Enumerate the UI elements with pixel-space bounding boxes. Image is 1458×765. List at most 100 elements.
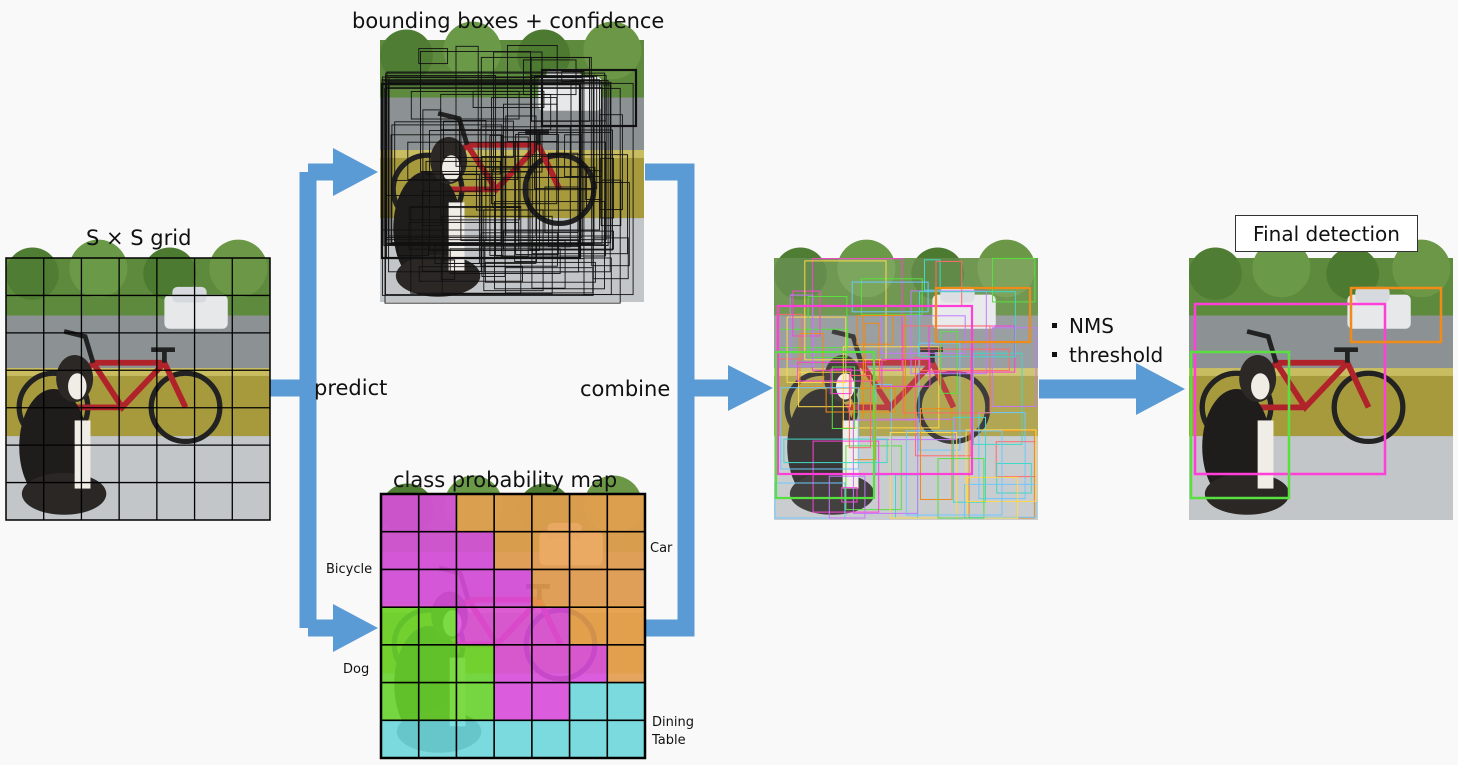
class-label-dining-table: Dining Table (652, 715, 694, 748)
class-cell-table (456, 720, 495, 758)
class-cell-car (494, 531, 532, 570)
bounding-box (383, 79, 609, 246)
bounding-box (449, 248, 561, 274)
combined-box (996, 463, 1032, 494)
combined-box (889, 432, 958, 519)
combined-box (852, 419, 919, 514)
combined-dog-box (774, 350, 876, 500)
class-cell-car (531, 494, 570, 532)
class-cell-bicycle (531, 644, 570, 683)
bounding-box (384, 87, 621, 304)
combined-box (965, 429, 1037, 502)
class-cell-dog (381, 607, 419, 645)
combined-box (992, 257, 1036, 303)
combined-boxes-overlay (774, 257, 1037, 519)
class-cell-bicycle (456, 569, 495, 608)
class-cell-bicycle (494, 607, 532, 645)
predict-arrowhead-top (333, 148, 378, 196)
class-cell-table (381, 720, 419, 758)
combined-box (792, 290, 821, 337)
class-cell-dog (381, 682, 419, 721)
combined-box (825, 387, 896, 413)
bounding-box (410, 206, 522, 294)
bounding-box (503, 103, 558, 157)
grid-title: S × S grid (86, 226, 192, 250)
class-cell-bicycle (494, 569, 532, 608)
class-cell-car (607, 531, 645, 570)
bounding-box (455, 45, 479, 167)
class-cell-table (607, 720, 645, 758)
class-cell-bicycle (418, 531, 457, 570)
combine-label: combine (580, 377, 671, 401)
class-cell-car (607, 644, 645, 683)
class-cell-car (569, 494, 608, 532)
grid-input-image (6, 240, 270, 520)
combined-box (798, 371, 851, 408)
bounding-box (484, 261, 596, 283)
combine-arrowhead (728, 365, 773, 411)
bounding-box (390, 134, 502, 244)
bounding-box (410, 91, 520, 120)
class-cell-car (607, 607, 645, 645)
combined-box (851, 281, 929, 313)
bullet-dot (1052, 352, 1057, 357)
combined-box (783, 438, 888, 464)
class-cell-bicycle (418, 494, 457, 532)
class-cell-bicycle (531, 682, 570, 721)
combined-strong-boxes (774, 286, 1032, 500)
bounding-box (420, 51, 531, 172)
combined-box (973, 352, 1023, 445)
combined-box (937, 458, 985, 519)
class-cell-dog (418, 682, 457, 721)
class-cell-table (494, 720, 532, 758)
combined-box (860, 278, 923, 316)
combined-box (786, 316, 847, 383)
class-cell-car (531, 531, 570, 570)
combined-car-box (934, 286, 1032, 344)
bounding-boxes-image (380, 22, 644, 303)
combine-arrow (645, 163, 735, 637)
bounding-box (418, 48, 449, 65)
threshold-label: threshold (1069, 343, 1164, 367)
combined-box (902, 325, 991, 414)
nms-arrowhead (1136, 363, 1185, 415)
combined-detections-image (774, 240, 1038, 520)
nms-label: NMS (1069, 314, 1114, 338)
bounding-boxes-title: bounding boxes + confidence (352, 9, 665, 33)
class-probability-map (381, 476, 645, 758)
class-label-bicycle: Bicycle (326, 562, 373, 577)
bounding-box (489, 134, 504, 256)
combined-box (807, 296, 848, 358)
bounding-box (480, 56, 592, 178)
class-cell-dog (456, 682, 495, 721)
class-cell-bicycle (381, 531, 419, 570)
final-car-box (1349, 286, 1443, 344)
class-cell-bicycle (494, 682, 532, 721)
class-cell-bicycle (381, 494, 419, 532)
bounding-box (515, 134, 559, 255)
combined-box (789, 294, 814, 367)
combined-box (991, 327, 1037, 407)
final-dog-box (1189, 350, 1291, 500)
class-cell-bicycle (456, 531, 495, 570)
combined-box (774, 482, 846, 519)
bounding-box (407, 141, 519, 180)
class-cell-car (531, 569, 570, 608)
combined-box (856, 315, 894, 345)
class-cell-car (569, 531, 608, 570)
combined-box (830, 368, 852, 395)
arrows (270, 148, 1185, 652)
class-cell-bicycle (494, 644, 532, 683)
bounding-box (480, 126, 571, 248)
postprocess-nms: NMS (1052, 314, 1114, 338)
class-cell-bicycle (381, 569, 419, 608)
combined-box (910, 290, 987, 375)
bounding-box (460, 120, 487, 241)
class-cell-car (456, 494, 495, 532)
combined-box (841, 487, 858, 503)
combined-box (952, 416, 986, 503)
bounding-box (484, 166, 596, 191)
bounding-box (397, 242, 429, 257)
thick-bounding-boxes (380, 68, 638, 260)
